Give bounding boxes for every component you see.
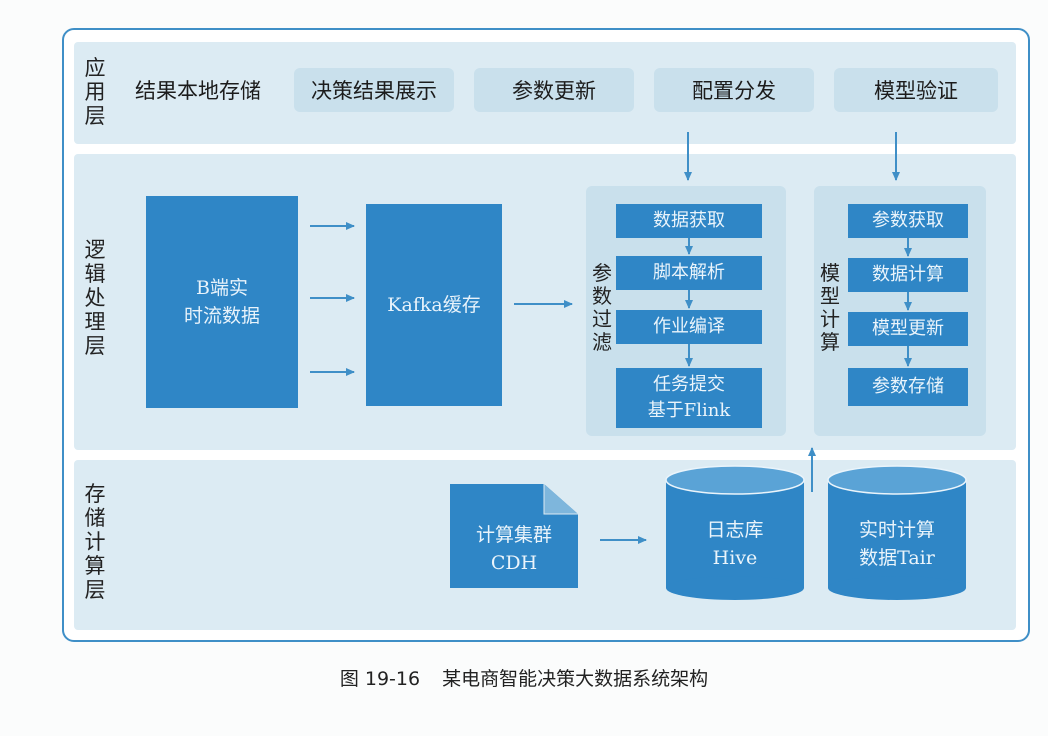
step-param-store: 参数存储	[848, 368, 968, 406]
param-filter-label: 参 数 过 滤	[592, 261, 612, 354]
app-item-local-storage: 结果本地存储	[135, 79, 261, 103]
figure-title: 某电商智能决策大数据系统架构	[442, 668, 709, 690]
application-layer-label: 应 用 层	[84, 56, 106, 128]
app-item-param-update: 参数更新	[474, 68, 634, 112]
step-data-fetch: 数据获取	[616, 204, 762, 238]
step-script-parse: 脚本解析	[616, 256, 762, 290]
step-data-compute: 数据计算	[848, 258, 968, 292]
step-job-compile: 作业编译	[616, 310, 762, 344]
figure-number: 图 19-16	[339, 668, 421, 690]
step-param-fetch: 参数获取	[848, 204, 968, 238]
app-item-config-distribution: 配置分发	[654, 68, 814, 112]
tair-realtime-db-label: 实时计算 数据Tair	[858, 519, 935, 569]
app-item-model-validation: 模型验证	[834, 68, 998, 112]
figure-caption: 图 19-16 某电商智能决策大数据系统架构	[0, 664, 1048, 691]
cdh-cluster-label: 计算集群 CDH	[475, 524, 552, 574]
step-model-update: 模型更新	[848, 312, 968, 346]
storage-layer-label: 存 储 计 算 层	[84, 482, 106, 602]
step-task-submit-flink: 任务提交 基于Flink	[616, 368, 762, 428]
logic-layer-label: 逻 辑 处 理 层	[84, 238, 106, 358]
hive-log-db-label: 日志库 Hive	[706, 519, 764, 569]
model-compute-label: 模 型 计 算	[820, 261, 840, 354]
realtime-stream-source-box: B端实 时流数据	[146, 196, 298, 408]
kafka-cache-box: Kafka缓存	[366, 204, 502, 406]
app-item-decision-display: 决策结果展示	[294, 68, 454, 112]
